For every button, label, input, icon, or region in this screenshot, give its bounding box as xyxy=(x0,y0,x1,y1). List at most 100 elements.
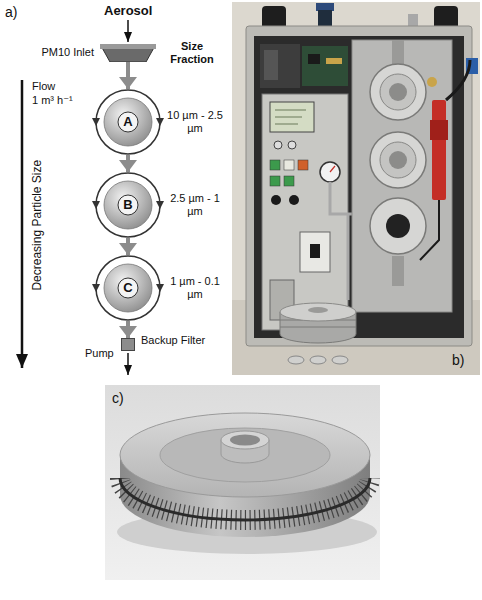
impactor-plate-photo-part xyxy=(221,431,269,449)
cabinet-photo-part xyxy=(432,100,446,200)
inlet-shape xyxy=(100,44,156,62)
inlet-node: PM10 Inlet xyxy=(100,44,156,62)
letter-ring xyxy=(118,195,138,215)
annotation-label: 10 µm - 2.5 µm xyxy=(167,109,223,135)
cabinet-photo-part xyxy=(330,166,335,172)
cabinet-photo-part xyxy=(270,102,314,132)
annotation-label: b) xyxy=(452,352,464,369)
annotation-label: Size Fraction xyxy=(161,40,223,66)
cabinet-photo-part xyxy=(430,120,448,140)
cabinet-photo-part xyxy=(386,214,410,238)
letter-ring xyxy=(118,112,138,132)
cabinet-photo-part xyxy=(320,162,340,182)
cabinet-photo-part xyxy=(310,244,320,258)
annotation-label: 1 m³ h⁻¹ xyxy=(32,94,73,107)
cabinet-photo-part xyxy=(370,64,426,120)
cabinet-photo-part xyxy=(389,151,407,169)
annotation-label: a) xyxy=(5,4,17,21)
impactor-plate-photo-part xyxy=(230,435,260,446)
filter-shape xyxy=(121,338,135,351)
letter-ring xyxy=(118,278,138,298)
cabinet-photo-part xyxy=(380,142,416,178)
cabinet-photo-part xyxy=(271,195,281,205)
impactor-plate-photo-part xyxy=(120,413,370,497)
cabinet-photo-part xyxy=(352,40,452,312)
cabinet-photo-part xyxy=(420,200,439,260)
cabinet-photo-part xyxy=(275,117,302,118)
cabinet-photo-part xyxy=(289,195,299,205)
cabinet-photo-part xyxy=(270,160,280,170)
flow-arrows-part xyxy=(127,20,129,42)
axis-label: Decreasing Particle Size xyxy=(30,160,44,291)
stage-letter: A xyxy=(123,114,132,130)
flow-arrowhead xyxy=(156,201,164,209)
inlet-top xyxy=(100,44,156,49)
annotation-label: Flow xyxy=(32,80,55,93)
cabinet-photo-part xyxy=(232,2,480,375)
node-label: Backup Filter xyxy=(141,334,205,347)
outer-ring xyxy=(96,173,160,237)
nozzle-connector xyxy=(126,238,130,255)
flow-arrowhead xyxy=(156,284,164,292)
flow-arrowhead xyxy=(92,284,100,292)
cabinet-photo-part xyxy=(270,176,280,186)
cabinet-photo-part xyxy=(288,141,296,149)
cabinet-photo-part xyxy=(302,46,348,86)
impactor-plate-photo-part xyxy=(160,428,330,482)
cabinet-photo-part xyxy=(347,214,350,300)
cabinet-photo-part xyxy=(316,3,334,11)
cabinet-photo-part xyxy=(274,141,282,149)
cabinet-photo-part xyxy=(308,307,328,313)
nozzle-connector xyxy=(126,321,130,338)
nozzle-connector xyxy=(126,155,130,172)
cabinet-photo-part xyxy=(308,54,320,64)
flow-arrowhead xyxy=(92,201,100,209)
cabinet-photo-part xyxy=(446,60,470,100)
stage-letter: C xyxy=(123,280,132,296)
annotation-label: c) xyxy=(112,390,124,407)
flow-arrows-part xyxy=(21,80,24,368)
cabinet-photo-part xyxy=(275,124,298,125)
impaction-disc xyxy=(104,181,152,229)
cabinet-photo-part xyxy=(298,160,308,170)
node-label: PM10 Inlet xyxy=(41,46,94,59)
cabinet-photo xyxy=(232,2,480,375)
filter-body xyxy=(122,339,135,351)
flow-arrowhead xyxy=(92,118,100,126)
cabinet-photo-part xyxy=(262,94,348,330)
annotation-label: Pump xyxy=(85,347,114,360)
filter-node: Backup Filter xyxy=(121,338,135,351)
annotation-label: 2.5 µm - 1 µm xyxy=(167,192,223,218)
inlet-body xyxy=(100,44,156,62)
cabinet-photo-part xyxy=(275,110,306,111)
cabinet-photo-part xyxy=(392,40,404,64)
cabinet-photo-part xyxy=(389,83,407,101)
stage-node: A xyxy=(95,89,161,155)
outer-ring xyxy=(96,90,160,154)
cabinet-photo-part xyxy=(380,74,416,110)
impactor-plate-photo xyxy=(105,385,380,580)
cabinet-photo-part xyxy=(280,327,356,328)
cabinet-photo-part xyxy=(370,132,426,188)
cabinet-photo-part xyxy=(392,256,404,286)
cabinet-photo-part xyxy=(264,50,278,80)
cabinet-photo-part xyxy=(284,176,294,186)
cabinet-photo-part xyxy=(254,36,464,338)
cabinet-photo-part xyxy=(280,303,356,321)
cabinet-photo-part xyxy=(310,356,326,364)
cabinet-photo-part xyxy=(288,356,304,364)
impaction-disc xyxy=(104,98,152,146)
flow-arrows-part xyxy=(127,353,129,375)
nozzle-connector xyxy=(126,62,130,89)
impaction-disc xyxy=(104,264,152,312)
flow-arrowhead xyxy=(156,118,164,126)
cabinet-photo-part xyxy=(284,160,294,170)
annotation-label: Aerosol xyxy=(104,3,152,19)
cabinet-photo-part xyxy=(370,198,426,254)
impactor-plate-photo-part xyxy=(105,385,380,580)
cabinet-photo-part xyxy=(260,44,300,88)
stage-letter: B xyxy=(123,197,132,213)
